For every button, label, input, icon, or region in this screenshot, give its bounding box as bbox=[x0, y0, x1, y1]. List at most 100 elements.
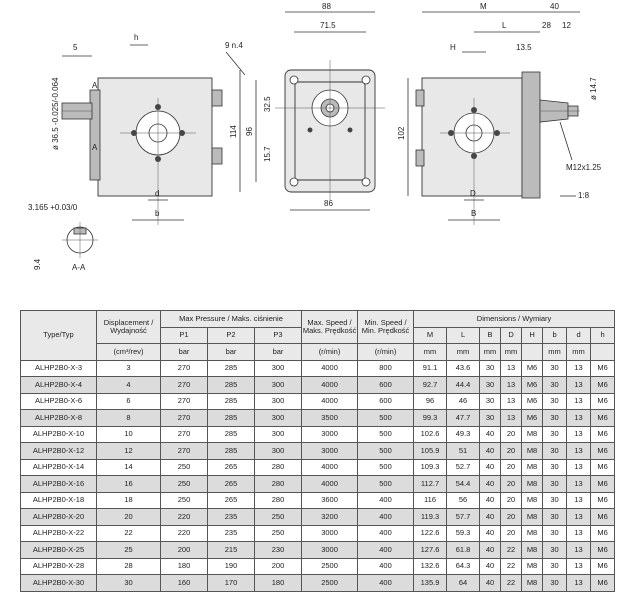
cell-displacement: 10 bbox=[96, 425, 161, 443]
cell-max-speed: 3000 bbox=[301, 541, 359, 559]
cell-p3: 280 bbox=[253, 458, 303, 476]
header-pressure: Max Pressure / Maks. ciśnienie bbox=[159, 310, 303, 328]
front-view: 88 71.5 32.5 15.7 114 96 86 bbox=[229, 2, 385, 211]
cell-p3: 300 bbox=[253, 359, 303, 377]
cell-h: M6 bbox=[590, 458, 616, 476]
cell-b: 30 bbox=[542, 524, 568, 542]
cell-h: M6 bbox=[590, 541, 616, 559]
cell-min-speed: 600 bbox=[357, 376, 415, 394]
cell-M: 92.7 bbox=[413, 376, 448, 394]
cell-d: 13 bbox=[566, 376, 592, 394]
cell-D: 20 bbox=[500, 508, 523, 526]
cell-L: 43.6 bbox=[446, 359, 481, 377]
header-L: L bbox=[446, 326, 481, 344]
cell-p1: 270 bbox=[160, 392, 208, 410]
technical-drawing: 5 h 9 n.4 ø 36.5 -0.025/-0.064 A A d b 3… bbox=[28, 2, 602, 272]
dim-h: h bbox=[134, 33, 138, 42]
unit-bar-3: bar bbox=[253, 343, 303, 361]
cell-p1: 250 bbox=[160, 475, 208, 493]
cell-L: 64 bbox=[446, 574, 481, 592]
cell-b: 30 bbox=[542, 392, 568, 410]
dim-b: b bbox=[155, 209, 160, 218]
header-M: M bbox=[413, 326, 448, 344]
cell-b: 30 bbox=[542, 376, 568, 394]
cell-M: 119.3 bbox=[413, 508, 448, 526]
cell-p1: 270 bbox=[160, 376, 208, 394]
cell-min-speed: 400 bbox=[357, 524, 415, 542]
cell-b: 30 bbox=[542, 442, 568, 460]
cell-displacement: 18 bbox=[96, 491, 161, 509]
left-port-bottom bbox=[211, 147, 223, 165]
unit-mm-d: mm bbox=[566, 343, 592, 361]
cell-displacement: 28 bbox=[96, 557, 161, 575]
header-p2: P2 bbox=[207, 326, 255, 344]
cell-h: M6 bbox=[590, 508, 616, 526]
cell-M: 135.9 bbox=[413, 574, 448, 592]
dim-dia-14-7: ø 14.7 bbox=[589, 77, 598, 100]
dim-88: 88 bbox=[322, 2, 331, 11]
section-A-top: A bbox=[92, 81, 98, 90]
cell-D: 20 bbox=[500, 491, 523, 509]
cell-B: 40 bbox=[479, 491, 502, 509]
cell-B: 30 bbox=[479, 359, 502, 377]
cell-p3: 280 bbox=[253, 475, 303, 493]
cell-p1: 160 bbox=[160, 574, 208, 592]
cell-min-speed: 400 bbox=[357, 541, 415, 559]
cell-p1: 250 bbox=[160, 491, 208, 509]
cell-min-speed: 500 bbox=[357, 442, 415, 460]
unit-displacement: (cm³/rev) bbox=[96, 343, 161, 361]
cell-D: 20 bbox=[500, 425, 523, 443]
cell-type: ALHP2B0-X-30 bbox=[20, 574, 97, 592]
cell-B: 40 bbox=[479, 541, 502, 559]
dim-86: 86 bbox=[324, 199, 333, 208]
cell-B: 40 bbox=[479, 508, 502, 526]
header-h: h bbox=[590, 326, 616, 344]
cell-p3: 300 bbox=[253, 409, 303, 427]
dim-12: 12 bbox=[562, 21, 571, 30]
cell-type: ALHP2B0-X-6 bbox=[20, 392, 97, 410]
cell-p2: 215 bbox=[207, 541, 255, 559]
cell-min-speed: 600 bbox=[357, 392, 415, 410]
dim-96: 96 bbox=[245, 127, 254, 136]
cell-M: 99.3 bbox=[413, 409, 448, 427]
cell-p2: 235 bbox=[207, 508, 255, 526]
cell-L: 46 bbox=[446, 392, 481, 410]
header-min-speed: Min. Speed / Min. Prędkość bbox=[357, 310, 415, 344]
cell-b: 30 bbox=[542, 557, 568, 575]
cell-max-speed: 2500 bbox=[301, 557, 359, 575]
cell-p3: 300 bbox=[253, 376, 303, 394]
cell-h: M6 bbox=[590, 491, 616, 509]
cell-p3: 180 bbox=[253, 574, 303, 592]
dim-32-5: 32.5 bbox=[263, 96, 272, 112]
dim-102: 102 bbox=[397, 126, 406, 140]
cell-d: 13 bbox=[566, 475, 592, 493]
cell-p1: 200 bbox=[160, 541, 208, 559]
dim-71-5: 71.5 bbox=[320, 21, 336, 30]
header-p3: P3 bbox=[253, 326, 303, 344]
cell-D: 22 bbox=[500, 541, 523, 559]
cell-h: M6 bbox=[590, 574, 616, 592]
header-B: B bbox=[479, 326, 502, 344]
cell-displacement: 20 bbox=[96, 508, 161, 526]
cell-L: 52.7 bbox=[446, 458, 481, 476]
cell-H: M6 bbox=[521, 359, 544, 377]
cell-L: 57.7 bbox=[446, 508, 481, 526]
section-A-bottom: A bbox=[92, 143, 98, 152]
dim-15-7: 15.7 bbox=[263, 146, 272, 162]
cell-d: 13 bbox=[566, 359, 592, 377]
cell-p1: 270 bbox=[160, 442, 208, 460]
cell-D: 22 bbox=[500, 557, 523, 575]
cell-H: M8 bbox=[521, 491, 544, 509]
cell-displacement: 16 bbox=[96, 475, 161, 493]
header-max-speed: Max. Speed / Maks. Prędkość bbox=[301, 310, 359, 344]
cell-p2: 285 bbox=[207, 442, 255, 460]
cell-d: 13 bbox=[566, 508, 592, 526]
cell-H: M8 bbox=[521, 508, 544, 526]
cell-type: ALHP2B0-X-20 bbox=[20, 508, 97, 526]
cell-p3: 300 bbox=[253, 425, 303, 443]
cell-h: M6 bbox=[590, 425, 616, 443]
cell-D: 13 bbox=[500, 392, 523, 410]
cell-L: 61.8 bbox=[446, 541, 481, 559]
